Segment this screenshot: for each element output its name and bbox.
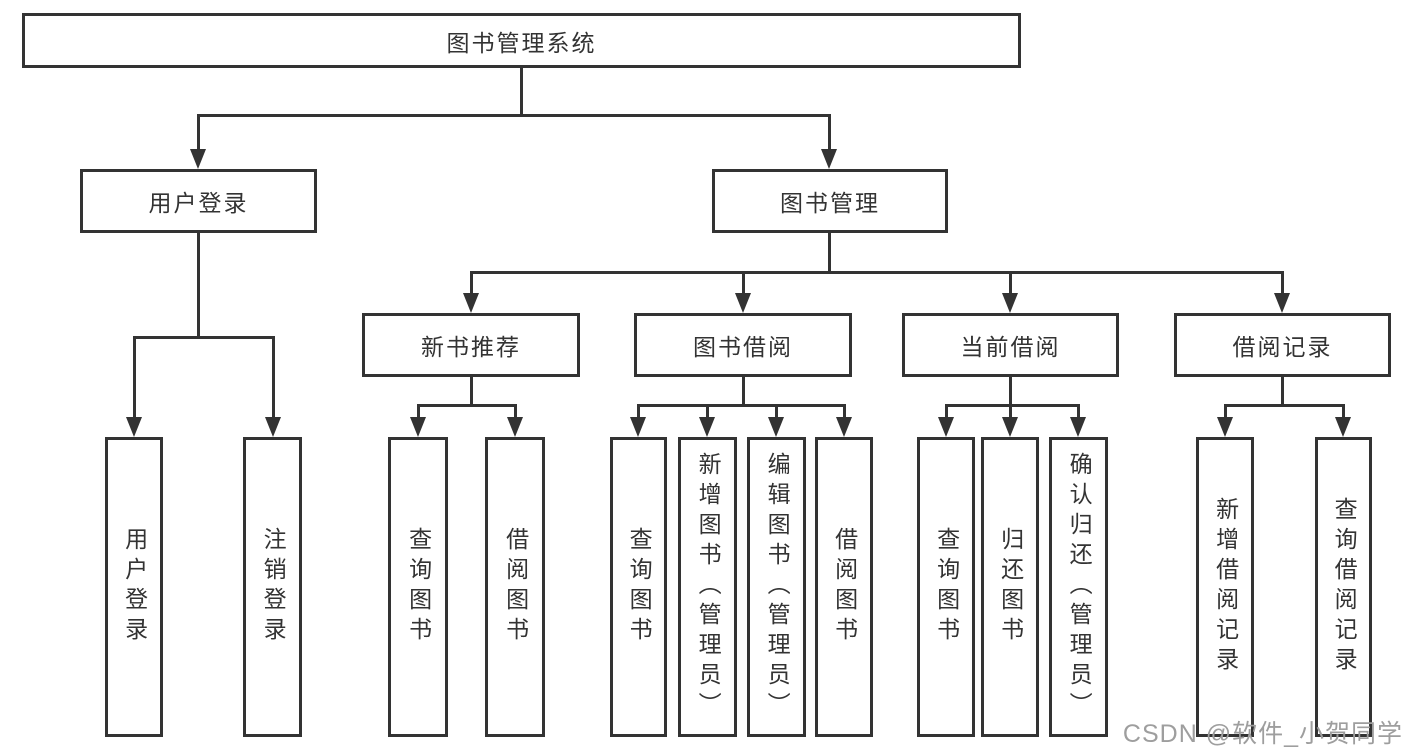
leaf-borrow-books-2-label: 借阅图书 — [831, 527, 858, 647]
leaf-query-borrow-record: 查询借阅记录 — [1315, 437, 1372, 737]
connector-into-user-login — [197, 114, 200, 151]
leaf-edit-book-admin-label: 编辑图书（管理员） — [764, 452, 791, 722]
node-borrowing-records-label: 借阅记录 — [1232, 334, 1333, 360]
connector-book-management-stem — [828, 233, 831, 273]
node-borrowing-records: 借阅记录 — [1174, 313, 1391, 377]
connector-into-leaf-return-book — [1009, 404, 1012, 419]
connector-into-leaf-logout — [272, 336, 275, 419]
arrow-into-leaf-query-books-3-icon — [938, 417, 954, 437]
node-user-login-label: 用户登录 — [148, 190, 249, 216]
leaf-edit-book-admin: 编辑图书（管理员） — [747, 437, 806, 737]
leaf-confirm-return-admin-label: 确认归还（管理员） — [1066, 452, 1093, 722]
leaf-query-books-1-label: 查询图书 — [405, 527, 432, 647]
leaf-user-login-label: 用户登录 — [121, 527, 148, 647]
connector-borrowing-records-stem — [1281, 377, 1284, 406]
connector-into-leaf-query-books-2 — [637, 404, 640, 419]
node-new-book-recommendation: 新书推荐 — [362, 313, 580, 377]
node-book-borrowing-label: 图书借阅 — [693, 334, 793, 360]
connector-book-borrowing-hline — [637, 404, 846, 407]
connector-borrowing-records-hline — [1224, 404, 1345, 407]
node-book-borrowing: 图书借阅 — [634, 313, 852, 377]
connector-into-book-management — [828, 114, 831, 151]
arrow-into-leaf-query-record-icon — [1335, 417, 1351, 437]
leaf-borrow-books-2: 借阅图书 — [815, 437, 873, 737]
connector-into-leaf-borrow-books-2 — [843, 404, 846, 419]
connector-into-borrowing-records — [1281, 271, 1284, 295]
arrow-into-borrowing-records-icon — [1274, 293, 1290, 313]
node-user-login: 用户登录 — [80, 169, 317, 233]
connector-level2-hline — [197, 114, 831, 117]
arrow-into-leaf-borrow-books-1-icon — [507, 417, 523, 437]
leaf-return-book: 归还图书 — [981, 437, 1039, 737]
node-new-book-recommendation-label: 新书推荐 — [421, 334, 521, 360]
arrow-into-leaf-edit-book-icon — [768, 417, 784, 437]
connector-into-book-borrowing — [742, 271, 745, 295]
arrow-into-leaf-user-login-icon — [126, 417, 142, 437]
connector-into-leaf-query-record — [1342, 404, 1345, 419]
connector-into-new-book-recommendation — [470, 271, 473, 295]
arrow-into-leaf-query-books-2-icon — [630, 417, 646, 437]
connector-into-leaf-borrow-books-1 — [514, 404, 517, 419]
node-book-management: 图书管理 — [712, 169, 948, 233]
arrow-into-current-borrowing-icon — [1002, 293, 1018, 313]
leaf-borrow-books-1-label: 借阅图书 — [502, 527, 529, 647]
connector-into-leaf-edit-book — [775, 404, 778, 419]
arrow-into-leaf-add-book-icon — [699, 417, 715, 437]
connector-user-login-hline — [133, 336, 275, 339]
connector-root-stem — [520, 68, 523, 116]
arrow-into-leaf-add-record-icon — [1217, 417, 1233, 437]
arrow-into-leaf-logout-icon — [265, 417, 281, 437]
arrow-into-leaf-query-books-1-icon — [410, 417, 426, 437]
leaf-query-books-1: 查询图书 — [388, 437, 448, 737]
node-library-management-system: 图书管理系统 — [22, 13, 1021, 68]
leaf-logout: 注销登录 — [243, 437, 302, 737]
arrow-into-leaf-borrow-books-2-icon — [836, 417, 852, 437]
connector-new-book-recommendation-hline — [417, 404, 517, 407]
watermark: CSDN @软件_小贺同学 — [1122, 720, 1403, 747]
connector-into-leaf-add-record — [1224, 404, 1227, 419]
arrow-into-book-management-icon — [821, 149, 837, 169]
leaf-confirm-return-admin: 确认归还（管理员） — [1049, 437, 1108, 737]
arrow-into-book-borrowing-icon — [735, 293, 751, 313]
leaf-add-borrow-record-label: 新增借阅记录 — [1212, 497, 1239, 677]
connector-current-borrowing-stem — [1009, 377, 1012, 406]
leaf-borrow-books-1: 借阅图书 — [485, 437, 545, 737]
connector-new-book-recommendation-stem — [470, 377, 473, 406]
connector-into-leaf-user-login — [133, 336, 136, 419]
leaf-return-book-label: 归还图书 — [997, 527, 1024, 647]
node-current-borrowing-label: 当前借阅 — [960, 334, 1061, 360]
leaf-add-book-admin-label: 新增图书（管理员） — [695, 452, 722, 722]
connector-level3-hline — [470, 271, 1284, 274]
connector-into-leaf-confirm-return — [1077, 404, 1080, 419]
node-book-management-label: 图书管理 — [780, 190, 880, 216]
leaf-query-books-2-label: 查询图书 — [626, 527, 653, 647]
leaf-query-borrow-record-label: 查询借阅记录 — [1331, 497, 1358, 677]
leaf-add-borrow-record: 新增借阅记录 — [1196, 437, 1254, 737]
node-library-management-system-label: 图书管理系统 — [446, 29, 597, 56]
connector-user-login-stem — [197, 233, 200, 337]
node-current-borrowing: 当前借阅 — [902, 313, 1119, 377]
connector-into-current-borrowing — [1009, 271, 1012, 295]
leaf-add-book-admin: 新增图书（管理员） — [678, 437, 737, 737]
connector-into-leaf-add-book — [706, 404, 709, 419]
leaf-query-books-3: 查询图书 — [917, 437, 975, 737]
arrow-into-new-book-recommendation-icon — [463, 293, 479, 313]
leaf-query-books-3-label: 查询图书 — [933, 527, 960, 647]
leaf-logout-label: 注销登录 — [260, 527, 287, 647]
arrow-into-leaf-confirm-return-icon — [1070, 417, 1086, 437]
connector-into-leaf-query-books-3 — [945, 404, 948, 419]
arrow-into-user-login-icon — [190, 149, 206, 169]
arrow-into-leaf-return-book-icon — [1002, 417, 1018, 437]
leaf-user-login: 用户登录 — [105, 437, 163, 737]
leaf-query-books-2: 查询图书 — [610, 437, 667, 737]
connector-into-leaf-query-books-1 — [417, 404, 420, 419]
connector-current-borrowing-hline — [945, 404, 1080, 407]
connector-book-borrowing-stem — [742, 377, 745, 406]
